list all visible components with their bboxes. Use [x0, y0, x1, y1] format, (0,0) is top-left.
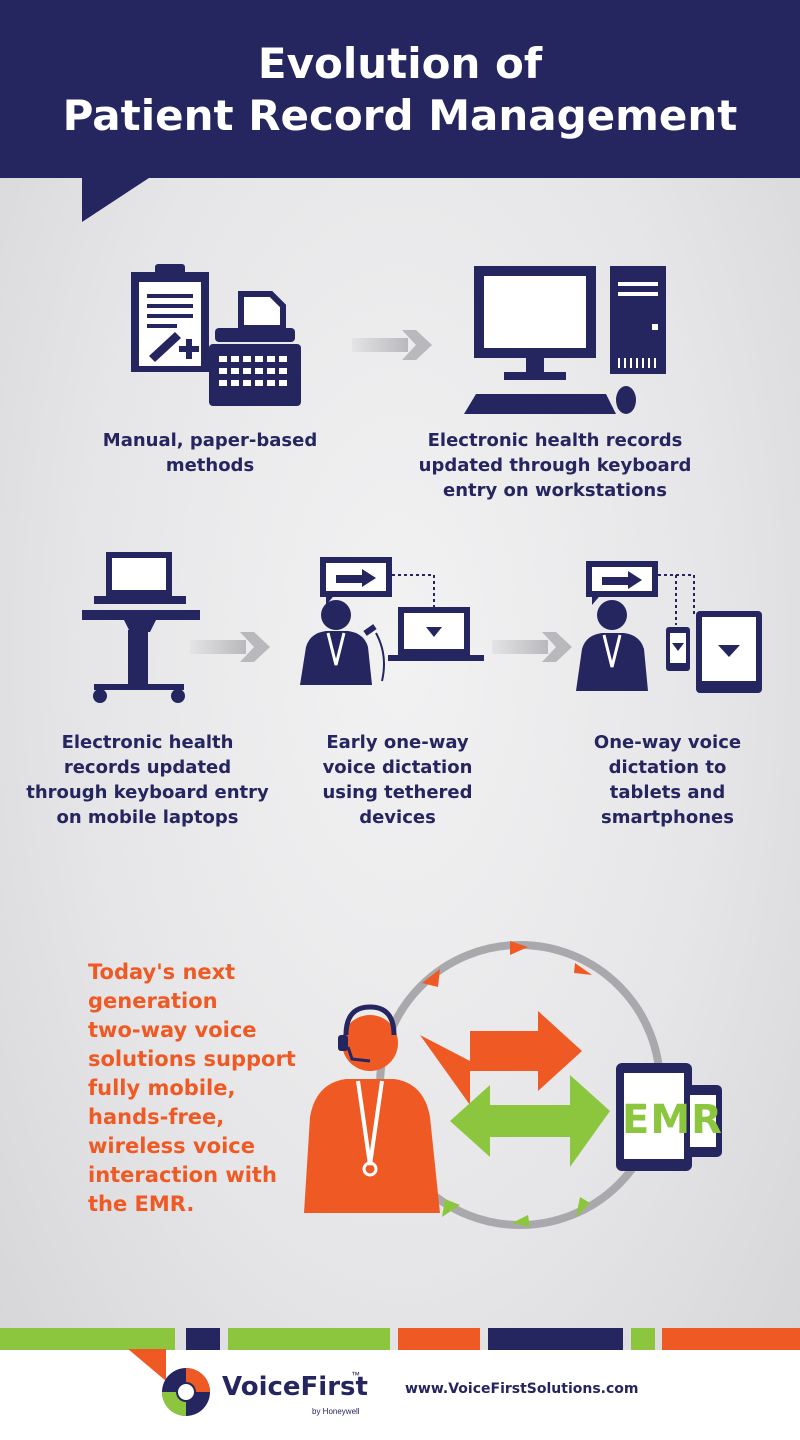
today-line: fully mobile, — [88, 1076, 236, 1100]
stage1-caption-line1: Manual, paper-based — [102, 430, 318, 451]
footer-stripe — [662, 1328, 800, 1350]
stage4-caption: Early one-way voice dictation using teth… — [300, 730, 495, 830]
title-banner-tail — [82, 176, 152, 222]
footer-stripe — [0, 1328, 175, 1350]
stage5-caption-line3: tablets and — [609, 782, 726, 803]
footer-stripe — [398, 1328, 480, 1350]
footer-stripe — [488, 1328, 623, 1350]
footer — [0, 1350, 800, 1440]
page-title-line2: Patient Record Management — [62, 91, 738, 140]
brand-name: VoiceFirst — [222, 1372, 368, 1402]
doctor-tablet-phone-icon — [576, 561, 762, 693]
today-line: interaction with — [88, 1163, 277, 1187]
typewriter-icon — [209, 291, 301, 406]
stage4-caption-line3: using tethered — [322, 782, 473, 803]
clipboard-icon — [131, 264, 209, 372]
today-line: generation — [88, 989, 218, 1013]
page-title: Evolution of Patient Record Management — [0, 38, 800, 142]
stage3-caption-line2: records updated — [63, 757, 232, 778]
stage3-caption-line3: through keyboard entry — [26, 782, 269, 803]
brand-trademark: ™ — [351, 1370, 360, 1380]
stage4-caption-line1: Early one-way — [326, 732, 469, 753]
today-line: solutions support — [88, 1047, 296, 1071]
doctor-microphone-icon — [300, 557, 484, 685]
stage5-caption: One-way voice dictation to tablets and s… — [550, 730, 785, 830]
stage4-caption-line2: voice dictation — [322, 757, 473, 778]
progress-arrow-icon — [352, 330, 432, 360]
today-line: two-way voice — [88, 1018, 257, 1042]
footer-tail — [128, 1349, 166, 1381]
progress-arrow-icon — [190, 632, 270, 662]
stage1-caption: Manual, paper-based methods — [80, 428, 340, 478]
stage1-caption-line2: methods — [165, 455, 255, 476]
stage5-caption-line1: One-way voice — [593, 732, 742, 753]
laptop-cart-icon — [82, 552, 200, 703]
footer-stripe — [631, 1328, 655, 1350]
two-way-voice-cycle-icon — [304, 941, 722, 1229]
stage3-caption: Electronic health records updated throug… — [20, 730, 275, 830]
today-line: hands-free, — [88, 1105, 225, 1129]
stage2-caption-line3: entry on workstations — [443, 480, 667, 501]
stage3-caption-line4: on mobile laptops — [56, 807, 239, 828]
desktop-computer-icon — [464, 266, 666, 414]
footer-stripe — [186, 1328, 220, 1350]
voicefirst-logo-icon — [162, 1368, 210, 1416]
stage5-caption-line2: dictation to — [608, 757, 727, 778]
stage5-caption-line4: smartphones — [601, 807, 734, 828]
today-description: Today's next generation two-way voice so… — [88, 958, 328, 1219]
progress-arrow-icon — [492, 632, 572, 662]
today-line: wireless voice — [88, 1134, 255, 1158]
stage4-caption-line4: devices — [359, 807, 436, 828]
title-banner — [0, 0, 800, 178]
today-line: the EMR. — [88, 1192, 195, 1216]
stage3-caption-line1: Electronic health — [61, 732, 234, 753]
website-link[interactable]: www.VoiceFirstSolutions.com — [405, 1381, 639, 1397]
brand-subtitle: by Honeywell — [312, 1407, 360, 1416]
emr-label: EMR — [622, 1097, 723, 1143]
today-line: Today's next — [88, 960, 236, 984]
stage2-caption-line2: updated through keyboard — [418, 455, 692, 476]
stage2-caption: Electronic health records updated throug… — [410, 428, 700, 503]
stage2-caption-line1: Electronic health records — [427, 430, 683, 451]
footer-stripe — [228, 1328, 390, 1350]
page-title-line1: Evolution of — [257, 39, 543, 88]
